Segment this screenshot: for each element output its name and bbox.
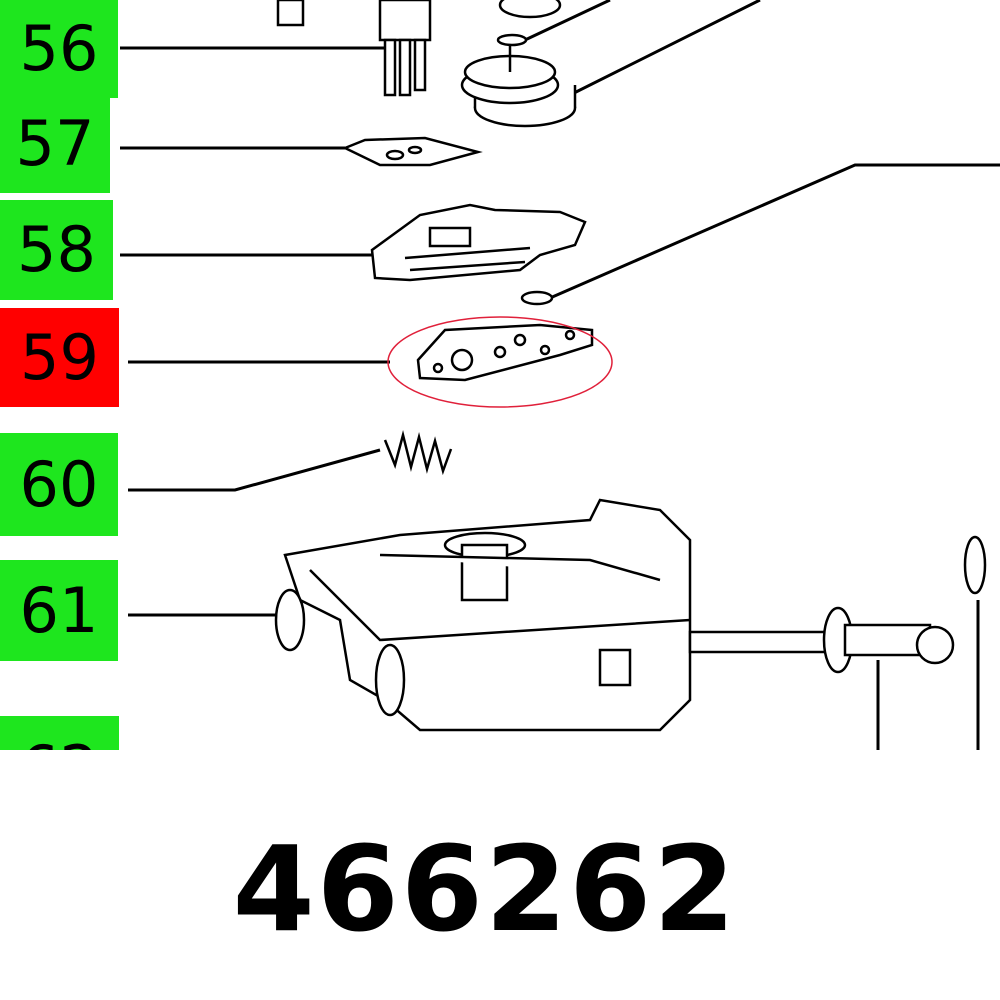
leader-line-60 [128, 448, 381, 492]
callout-56-text: 56 [19, 12, 99, 85]
part-59-gasket [416, 323, 594, 382]
callout-60[interactable]: 60 [0, 433, 118, 536]
washer [520, 290, 554, 306]
part-58-shutter [370, 203, 587, 282]
callout-58[interactable]: 58 [0, 200, 113, 300]
callout-56[interactable]: 56 [0, 0, 118, 98]
gear-parts [460, 0, 577, 128]
shaft-assembly [688, 535, 987, 674]
callout-57[interactable]: 57 [0, 95, 110, 193]
highlight-circle-part-59 [387, 316, 613, 408]
callout-57-text: 57 [15, 107, 95, 180]
callout-59-text: 59 [20, 320, 99, 394]
callout-62[interactable]: 62 [0, 716, 119, 750]
callout-59-selected[interactable]: 59 [0, 308, 119, 407]
leader-line-top-right-2 [569, 0, 761, 97]
part-drawings [274, 0, 987, 732]
part-57-plate [341, 136, 483, 167]
part-61-housing [274, 498, 692, 732]
part-60-spring [383, 430, 453, 476]
diagram-drawing [120, 0, 1000, 750]
leader-lines [120, 0, 1000, 750]
leader-line-right [549, 163, 1000, 300]
callout-62-text: 62 [20, 738, 99, 751]
exploded-diagram: 56 57 58 59 60 61 62 [0, 0, 1000, 750]
leader-line-top-right-1 [524, 0, 611, 42]
callout-61[interactable]: 61 [0, 560, 118, 661]
part-56-connector [276, 0, 432, 97]
callout-60-text: 60 [19, 447, 99, 521]
part-number: 466262 [232, 820, 738, 958]
callout-61-text: 61 [19, 573, 99, 647]
callout-58-text: 58 [17, 213, 96, 286]
